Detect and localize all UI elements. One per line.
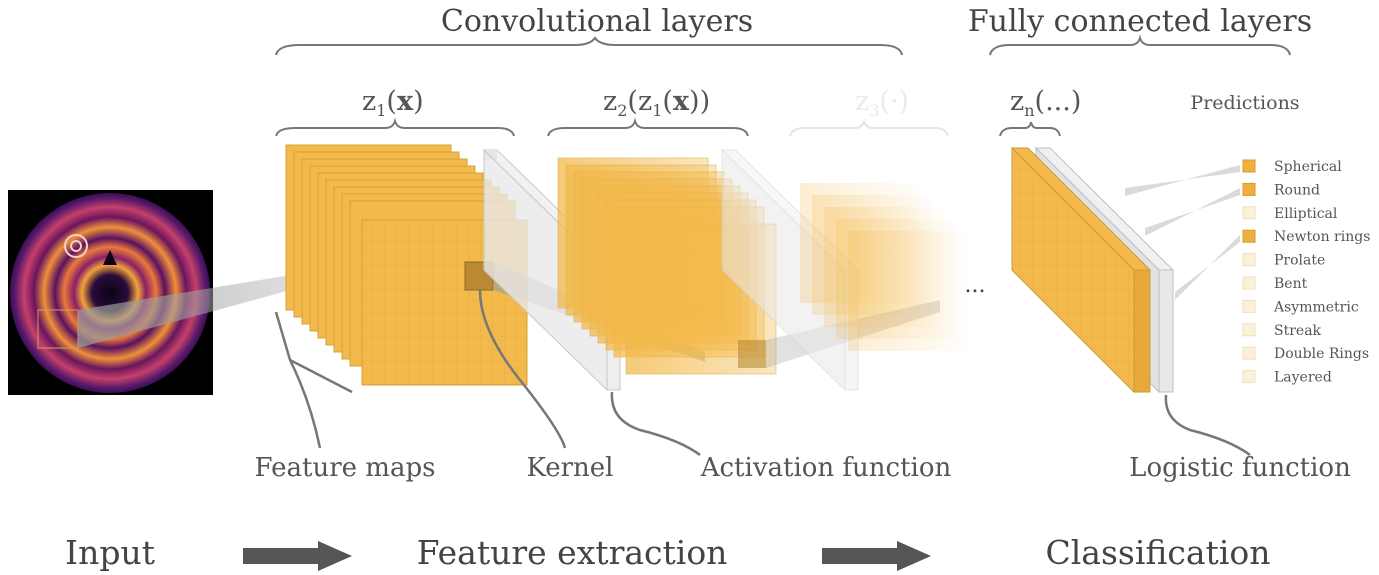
prediction-box xyxy=(1242,253,1256,267)
predictions-header: Predictions xyxy=(1190,92,1299,114)
feature-maps-stack-3 xyxy=(800,183,968,351)
pipeline-feature-extraction: Feature extraction xyxy=(417,533,728,571)
arrow-icon-2 xyxy=(822,541,931,571)
layer-label-z1: z1(x) xyxy=(362,86,424,120)
prediction-label: Double Rings xyxy=(1274,346,1369,362)
kernel-pointer xyxy=(478,289,567,449)
pipeline-classification: Classification xyxy=(1045,533,1270,571)
pred-beam-2 xyxy=(1145,188,1240,236)
pred-beam-1 xyxy=(1125,165,1240,196)
pipeline-input: Input xyxy=(65,533,155,571)
fc-layer xyxy=(1010,146,1175,394)
fc-layers-header: Fully connected layers xyxy=(968,4,1312,39)
prediction-label: Newton rings xyxy=(1274,229,1370,245)
activation-label: Activation function xyxy=(700,453,952,483)
fc-layers-brace xyxy=(989,34,1291,56)
prediction-label: Layered xyxy=(1274,370,1332,386)
prediction-label: Streak xyxy=(1274,323,1322,339)
prediction-box xyxy=(1242,299,1256,313)
prediction-label: Asymmetric xyxy=(1273,299,1359,315)
prediction-label: Bent xyxy=(1274,276,1308,292)
prediction-box xyxy=(1242,206,1256,220)
layer-label-z3: z3(·) xyxy=(855,86,909,120)
logistic-pointer xyxy=(1164,394,1251,457)
prediction-label: Round xyxy=(1274,182,1320,198)
kernel-label: Kernel xyxy=(527,453,614,483)
z3-brace xyxy=(789,117,949,137)
feature-maps-label: Feature maps xyxy=(255,453,436,483)
activation-pointer xyxy=(610,391,701,457)
arrow-icon-1 xyxy=(243,541,352,571)
prediction-box xyxy=(1242,346,1256,360)
feature-maps-pointer xyxy=(274,311,353,449)
prediction-box xyxy=(1242,182,1256,196)
conv-layers-header: Convolutional layers xyxy=(441,4,753,39)
z1-brace xyxy=(275,117,515,137)
z2-brace xyxy=(547,117,749,137)
prediction-label: Spherical xyxy=(1274,159,1342,175)
logistic-label: Logistic function xyxy=(1129,453,1351,483)
pred-beam-3 xyxy=(1175,235,1240,300)
layer-label-zn: zn(...) xyxy=(1010,86,1081,120)
prediction-box xyxy=(1242,229,1256,243)
prediction-box xyxy=(1242,276,1256,290)
prediction-box xyxy=(1242,370,1256,384)
prediction-label: Elliptical xyxy=(1274,206,1338,222)
prediction-label: Prolate xyxy=(1274,253,1325,269)
prediction-box xyxy=(1242,159,1256,173)
zn-brace xyxy=(999,121,1061,137)
input-image xyxy=(8,190,213,395)
layer-label-z2: z2(z1(x)) xyxy=(603,86,710,120)
prediction-box xyxy=(1242,323,1256,337)
ellipsis: ... xyxy=(965,273,986,298)
conv-layers-brace xyxy=(275,36,903,56)
